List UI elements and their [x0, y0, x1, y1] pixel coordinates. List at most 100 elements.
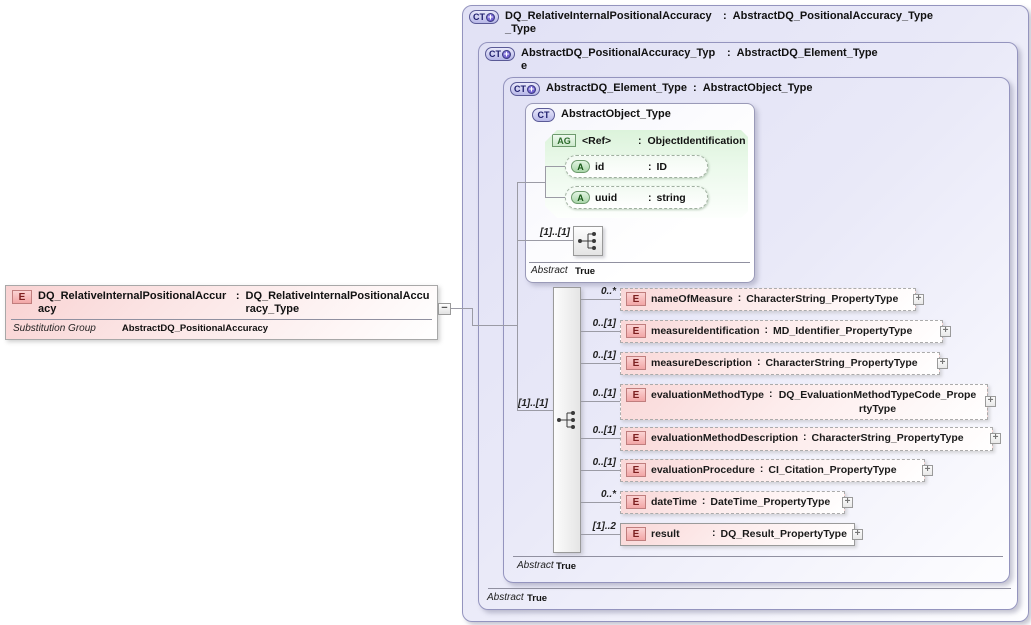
- colon: :: [803, 431, 807, 443]
- attribute-type: ID: [656, 160, 668, 173]
- element-type: CharacterString_PropertyType: [746, 293, 899, 305]
- expand-icon[interactable]: +: [940, 326, 951, 337]
- complextype-header-abstract-object[interactable]: CT AbstractObject_Type: [526, 104, 754, 126]
- complextype-icon: CT+: [469, 10, 499, 24]
- colon: :: [756, 356, 761, 368]
- element-name: evaluationMethodType: [651, 389, 764, 401]
- element-name: evaluationProcedure: [651, 464, 755, 476]
- colon: :: [712, 527, 716, 539]
- colon: :: [737, 292, 742, 304]
- attribute-icon: A: [571, 160, 590, 173]
- connector-line: [517, 182, 518, 411]
- element-icon: E: [626, 356, 646, 370]
- cardinality-label: 0..*: [600, 286, 616, 297]
- expand-icon[interactable]: +: [842, 497, 853, 508]
- collapse-icon[interactable]: −: [438, 303, 451, 315]
- element-name: measureIdentification: [651, 325, 760, 337]
- complextype-icon: CT+: [510, 82, 540, 96]
- extension-plus-icon: +: [527, 84, 536, 94]
- connector-line: [581, 363, 620, 364]
- element-name: DQ_RelativeInternalPositionalAccuracy: [38, 290, 227, 315]
- element-icon: E: [626, 292, 646, 306]
- element-name: nameOfMeasure: [651, 293, 733, 305]
- connector-line: [581, 401, 620, 402]
- connector-line: [581, 438, 620, 439]
- cardinality-label: [1]..[1]: [518, 398, 548, 409]
- cardinality-label: 0..[1]: [592, 388, 616, 399]
- connector-line: [451, 308, 472, 309]
- element-type: DQ_RelativeInternalPositionalAccuracy_Ty…: [245, 290, 430, 315]
- connector-line: [472, 308, 473, 326]
- connector-line: [517, 410, 553, 411]
- element-type: CharacterString_PropertyType: [765, 357, 918, 369]
- element-icon: E: [626, 495, 646, 509]
- type-name: DQ_RelativeInternalPositionalAccuracy_Ty…: [505, 10, 712, 35]
- element-icon: E: [626, 431, 646, 445]
- expand-icon[interactable]: +: [852, 529, 863, 540]
- divider: [11, 319, 432, 320]
- colon: :: [235, 290, 240, 302]
- expand-icon[interactable]: +: [913, 294, 924, 305]
- colon: :: [648, 160, 652, 173]
- base-type-name: AbstractObject_Type: [702, 82, 813, 94]
- substitution-group-label: Substitution Group: [13, 323, 96, 334]
- complextype-icon: CT+: [485, 47, 515, 61]
- complextype-header-positional-accuracy[interactable]: CT+ AbstractDQ_PositionalAccuracy_Type :…: [479, 43, 1017, 77]
- element-type: MD_Identifier_PropertyType: [773, 325, 913, 337]
- abstract-value: True: [527, 593, 548, 604]
- abstract-label: Abstract: [531, 265, 568, 276]
- attribute-name: uuid: [595, 191, 618, 204]
- cardinality-label: 0..[1]: [592, 425, 616, 436]
- expand-icon[interactable]: +: [990, 433, 1001, 444]
- colon: :: [701, 495, 706, 507]
- element-icon: E: [626, 324, 646, 338]
- connector-line: [581, 502, 620, 503]
- attribute-uuid[interactable]: A uuid : string: [565, 186, 708, 209]
- abstract-label: Abstract: [487, 592, 524, 603]
- abstract-value: True: [556, 561, 577, 572]
- type-name: AbstractDQ_Element_Type: [546, 82, 688, 94]
- sequence-bar[interactable]: [553, 287, 581, 553]
- cardinality-label: [1]..[1]: [540, 227, 570, 238]
- sequence-glyph: [578, 232, 596, 250]
- expand-icon[interactable]: +: [937, 358, 948, 369]
- base-type-name: AbstractDQ_PositionalAccuracy_Type: [732, 10, 933, 22]
- attribute-group-type: ObjectIdentification: [647, 134, 746, 147]
- connector-line: [517, 182, 545, 183]
- attribute-group-name: <Ref>: [582, 134, 612, 147]
- complextype-icon: CT: [532, 108, 555, 122]
- connector-line: [581, 534, 620, 535]
- cardinality-label: [1]..2: [592, 521, 616, 532]
- connector-line: [545, 166, 565, 167]
- connector-line: [581, 331, 620, 332]
- type-name: AbstractObject_Type: [561, 108, 671, 120]
- colon: :: [648, 191, 652, 204]
- attribute-id[interactable]: A id : ID: [565, 155, 708, 178]
- expand-icon[interactable]: +: [985, 396, 996, 407]
- element-type: DQ_EvaluationMethodTypeCode_PropertyType: [778, 389, 977, 415]
- extension-plus-icon: +: [502, 49, 511, 59]
- extension-plus-icon: +: [486, 12, 495, 22]
- complextype-header-derived[interactable]: CT+ DQ_RelativeInternalPositionalAccurac…: [463, 6, 1028, 40]
- element-box-dq-relative-internal-positional-accuracy[interactable]: E DQ_RelativeInternalPositionalAccuracy …: [5, 285, 438, 340]
- attribute-group-icon: AG: [552, 134, 576, 147]
- expand-icon[interactable]: +: [922, 465, 933, 476]
- sequence-icon[interactable]: [573, 226, 603, 256]
- colon: :: [727, 47, 731, 59]
- colon: :: [768, 388, 773, 400]
- attribute-name: id: [595, 160, 605, 173]
- complextype-header-dq-element[interactable]: CT+ AbstractDQ_Element_Type : AbstractOb…: [504, 78, 1009, 100]
- colon: :: [693, 82, 697, 94]
- element-type: CI_Citation_PropertyType: [768, 464, 897, 476]
- substitution-group-value: AbstractDQ_PositionalAccuracy: [121, 323, 269, 334]
- connector-line: [545, 166, 546, 198]
- element-type: DateTime_PropertyType: [710, 496, 831, 508]
